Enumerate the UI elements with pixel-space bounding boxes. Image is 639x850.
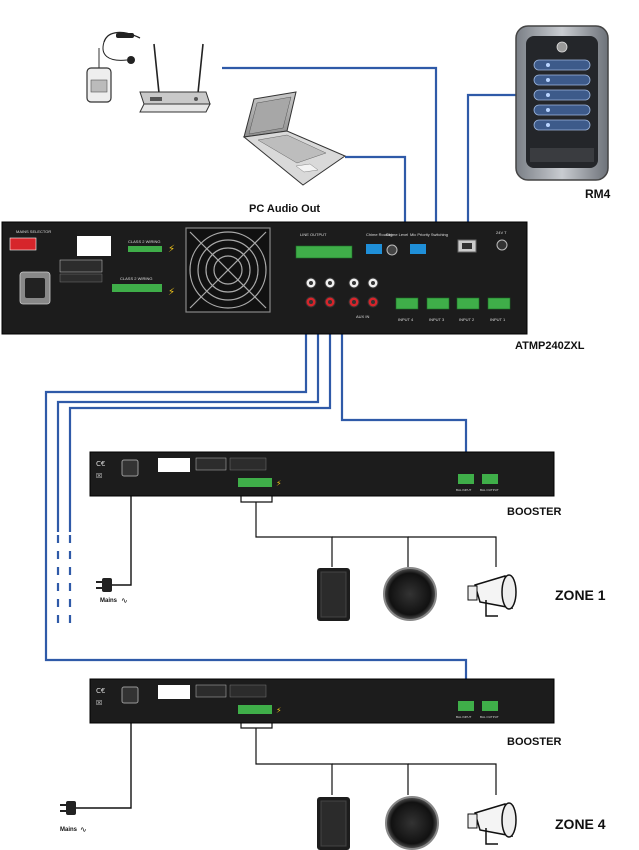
svg-text:⚡: ⚡ (168, 287, 175, 298)
zone1-label: ZONE 1 (555, 587, 606, 603)
svg-text:⚡: ⚡ (276, 706, 282, 715)
zone4-label: ZONE 4 (555, 816, 606, 832)
laptop-icon (242, 91, 347, 186)
wireless-receiver-icon (139, 43, 211, 113)
fan-grille-icon (185, 227, 271, 313)
svg-text:⚡: ⚡ (276, 479, 282, 488)
chime-level-label: Chime Level (386, 232, 408, 237)
rca-jacks (305, 277, 379, 308)
svg-text:☒: ☒ (96, 472, 102, 480)
line-output-label: LINE OUTPUT (300, 232, 327, 237)
input3-label: INPUT 3 (429, 317, 445, 322)
booster-top-label: BOOSTER (507, 506, 561, 518)
mic-priority-label: Mic Priority Switching (410, 232, 448, 237)
zone4-horn-speaker-icon (467, 802, 517, 845)
rm4-label: RM4 (585, 187, 611, 201)
booster-bottom-bal-output: BAL OUTPUT (480, 715, 499, 719)
zone4-ceiling-speaker-icon (385, 796, 439, 850)
input4-label: INPUT 4 (398, 317, 414, 322)
amplifier-rear-panel: MAINS SELECTOR CLASS 2 WIRING ⚡ CLASS 2 … (1, 221, 528, 335)
bodypack-transmitter-icon (86, 31, 141, 103)
input2-label: INPUT 2 (459, 317, 475, 322)
speaker-lines (240, 492, 497, 795)
svg-text:⚡: ⚡ (168, 244, 175, 255)
mains-plug-bottom-icon (60, 801, 76, 815)
amplifier-model-label: ATMP240ZXL (515, 340, 585, 352)
dart-label: 24V T (496, 230, 507, 235)
booster-top-rear-panel: C€ ☒ ⚡ BAL INPUT BAL OUTPUT (89, 451, 555, 497)
svg-text:☒: ☒ (96, 699, 102, 707)
cable-line-c (44, 290, 468, 702)
svg-text:∿: ∿ (121, 596, 128, 605)
mains-cables (76, 476, 132, 809)
booster-bottom-label: BOOSTER (507, 736, 561, 748)
class2-wiring-top-label: CLASS 2 WIRING (128, 239, 160, 244)
mains-top-label: Mains (100, 598, 118, 604)
zone1-ceiling-speaker-icon (383, 567, 437, 621)
cable-receiver-to-input3 (222, 66, 438, 298)
cables (44, 66, 522, 702)
booster-top-bal-input: BAL INPUT (456, 488, 472, 492)
zone4-box-speaker-icon (317, 797, 350, 850)
chime-routing-label: Chime Routing (366, 232, 392, 237)
booster-bottom-bal-input: BAL INPUT (456, 715, 472, 719)
booster-top-bal-output: BAL OUTPUT (480, 488, 499, 492)
svg-text:C€: C€ (96, 460, 105, 468)
cable-line-a (68, 290, 332, 532)
aux-in-label: AUX IN (356, 314, 369, 319)
cable-line-b (56, 290, 320, 532)
svg-text:C€: C€ (96, 687, 105, 695)
svg-text:∿: ∿ (80, 825, 87, 834)
pc-audio-out-label: PC Audio Out (249, 203, 320, 215)
mains-plug-icon (96, 578, 112, 592)
input1-label: INPUT 1 (490, 317, 506, 322)
mains-selector-label: MAINS SELECTOR (16, 229, 51, 234)
cables-dashed (56, 535, 72, 630)
class2-wiring-bottom-label: CLASS 2 WIRING (120, 276, 152, 281)
cable-zone1-to-booster1 (340, 288, 468, 474)
zone1-box-speaker-icon (317, 568, 350, 621)
zone1-horn-speaker-icon (467, 574, 517, 617)
mains-bottom-label: Mains (60, 827, 78, 833)
cable-rm4-to-remote (466, 93, 522, 240)
rm4-remote-icon (515, 25, 609, 181)
booster-bottom-rear-panel: C€ ☒ ⚡ BAL INPUT BAL OUTPUT (89, 678, 555, 724)
